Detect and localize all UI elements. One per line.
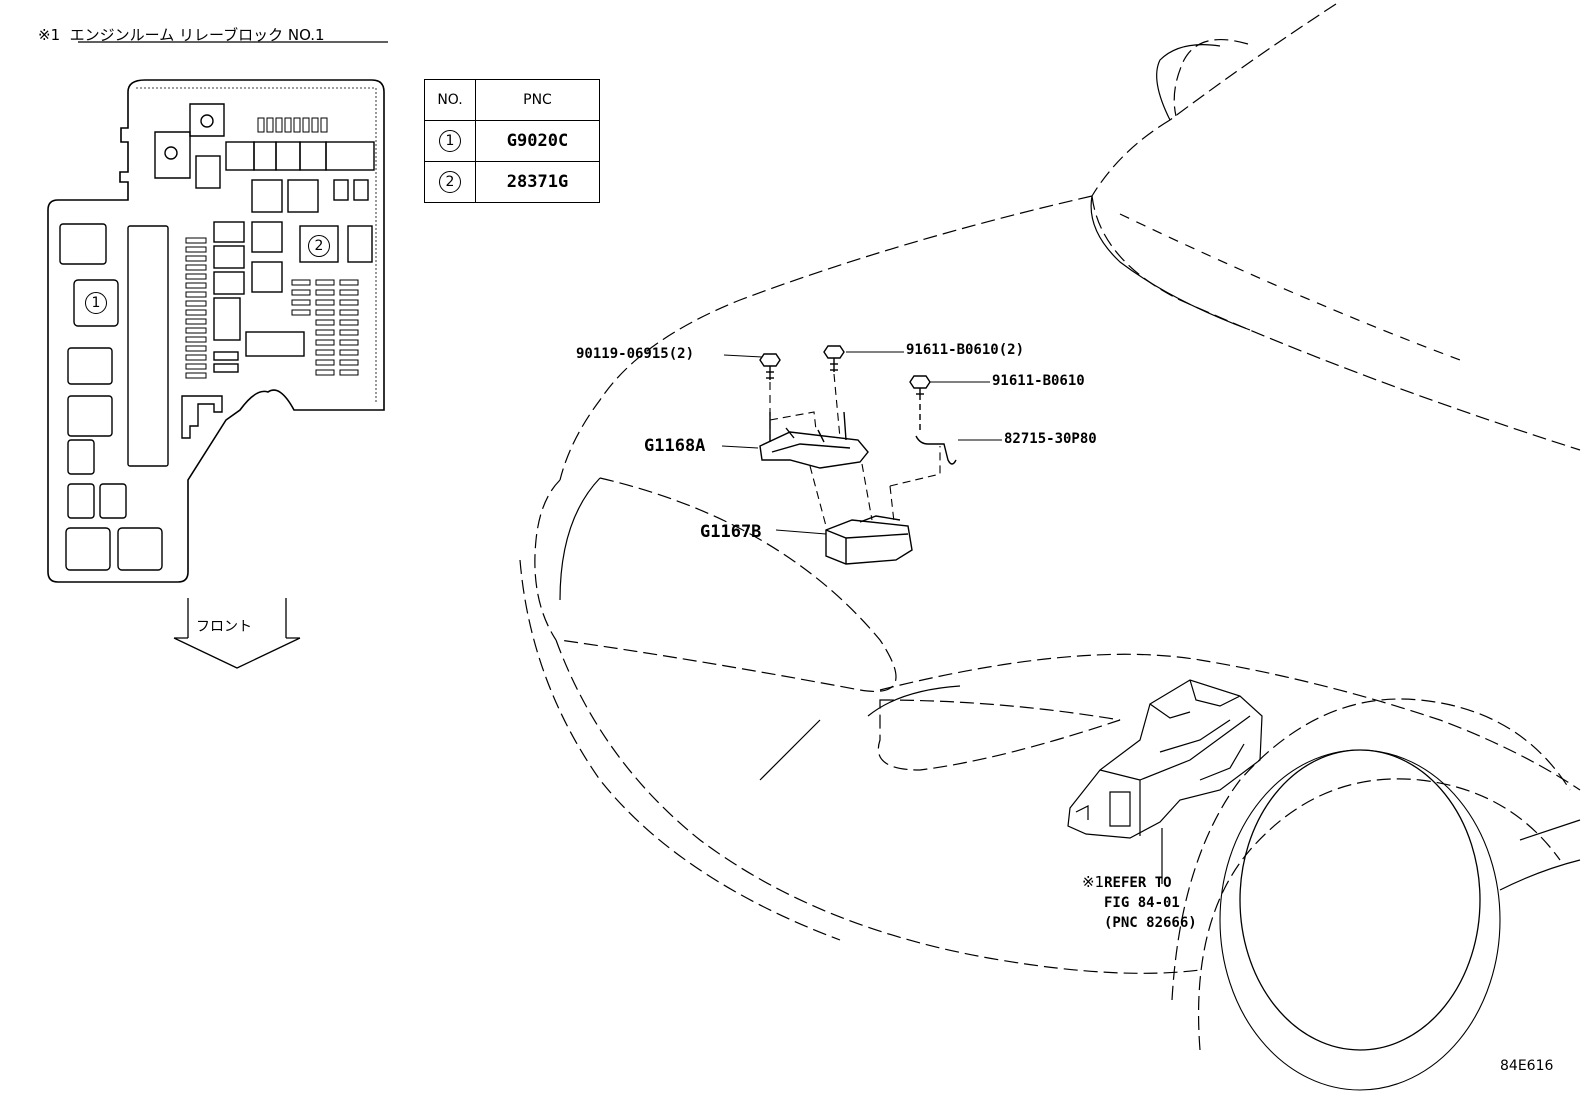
front-label: フロント [196, 619, 252, 635]
title-text: エンジンルーム リレーブロック NO.1 [69, 26, 325, 44]
car-solid-strokes [559, 44, 1251, 781]
installed-relay-block [1067, 679, 1263, 884]
callout-g1168a: G1168A [644, 436, 706, 456]
bolt-tab-upper [189, 103, 225, 137]
bracket-g1168a [759, 411, 869, 469]
row-pnc: 28371G [475, 161, 600, 203]
pnc-table-header: NO. PNC [424, 79, 600, 121]
bolt-91611-single [909, 375, 931, 400]
callout-82715-30p80: 82715-30P80 [1004, 431, 1097, 447]
table-row: 1 G9020C [424, 120, 600, 162]
relay-marker-2: 2 [308, 235, 330, 257]
header-pnc: PNC [475, 79, 600, 121]
row-pnc: G9020C [475, 120, 600, 162]
note-mark: ※1 [38, 26, 61, 44]
relay-row-top [195, 141, 375, 189]
table-row: 2 28371G [424, 161, 600, 203]
row-no: 2 [439, 171, 461, 193]
assembly-phantom-lines [769, 373, 941, 527]
mini-fuse-row-top [257, 117, 328, 133]
relay-marker-1: 1 [85, 292, 107, 314]
figure-code: 84E616 [1500, 1058, 1554, 1074]
front-arrow [173, 598, 301, 669]
module-g1167b [825, 515, 913, 565]
row-no: 1 [439, 130, 461, 152]
bolt-91611-pair [823, 345, 845, 372]
header-no: NO. [424, 79, 476, 121]
callout-91611-b0610-pair: 91611-B0610(2) [906, 342, 1025, 358]
refer-line-3: (PNC 82666) [1104, 915, 1197, 931]
bolt-90119 [759, 353, 781, 380]
refer-line-2: FIG 84-01 [1104, 895, 1180, 911]
callout-91611-b0610: 91611-B0610 [992, 373, 1085, 389]
refer-mark: ※1 [1082, 873, 1105, 891]
leader-lines [721, 351, 1002, 535]
relay-cluster-middle [213, 221, 373, 373]
pnc-table: NO. PNC 1 G9020C 2 28371G [424, 79, 600, 203]
wire-82715 [915, 404, 957, 465]
refer-line-1: REFER TO [1104, 875, 1172, 891]
bolt-tab-lower [154, 131, 191, 179]
relay-block-title: ※1 エンジンルーム リレーブロック NO.1 [38, 24, 325, 45]
connector-bottom-left [181, 395, 223, 439]
callout-g1167b: G1167B [700, 522, 762, 542]
callout-90119-06915: 90119-06915(2) [576, 346, 695, 362]
relay-block-inner-edge [136, 87, 377, 402]
refer-note: ※1REFER TO FIG 84-01 (PNC 82666) [1082, 872, 1197, 933]
car-phantom-outline [519, 3, 1581, 1091]
relay-row-second [251, 179, 369, 213]
fuse-grid-right [291, 279, 359, 376]
relay-block-outline [47, 79, 385, 583]
fuse-column-center [185, 237, 207, 379]
left-modules [59, 223, 169, 571]
